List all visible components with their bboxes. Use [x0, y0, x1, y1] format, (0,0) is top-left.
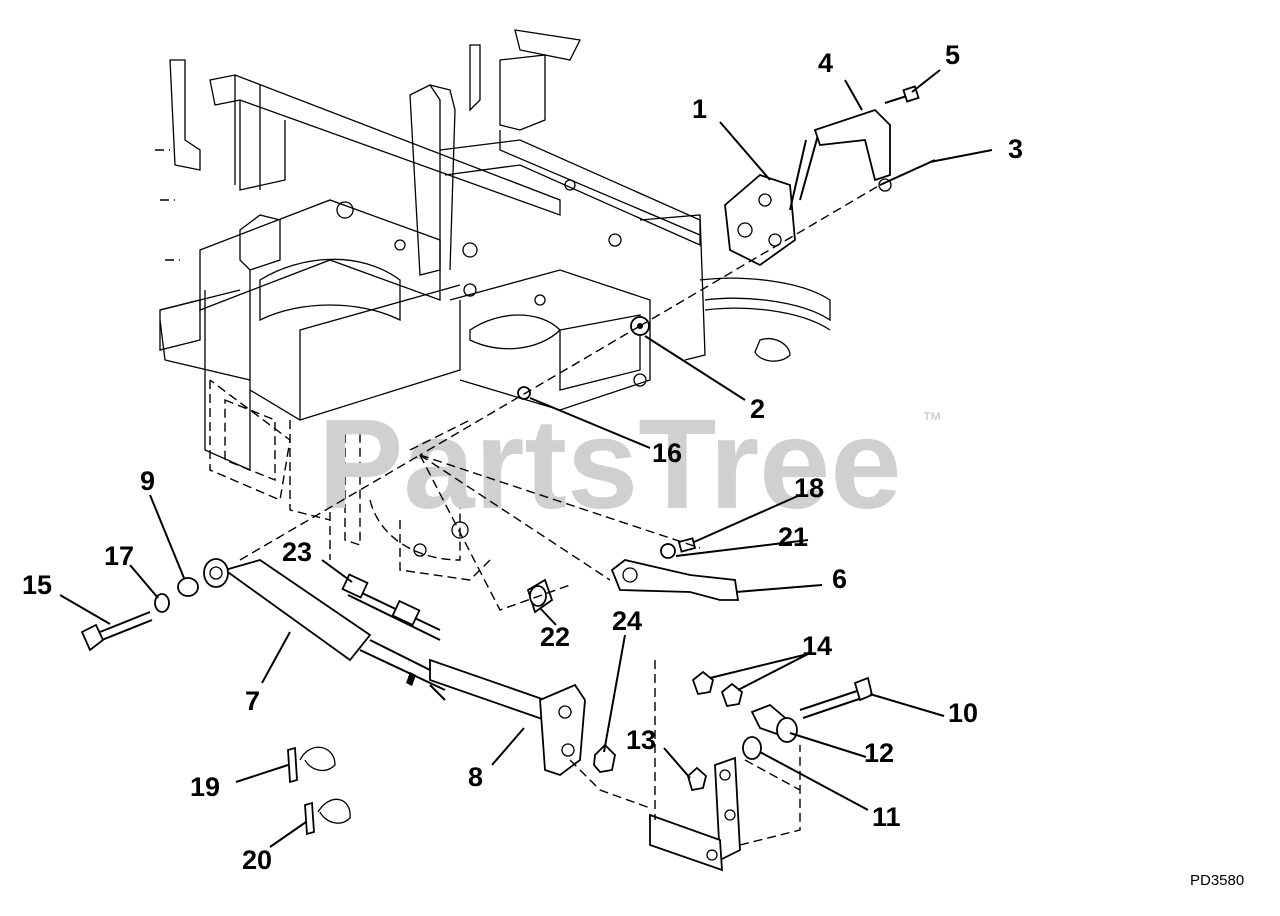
drawing-code: PD3580 — [1190, 872, 1244, 889]
watermark-text: PartsTree — [318, 393, 902, 536]
part-1-valve — [724, 134, 819, 267]
callout-12: 12 — [864, 738, 894, 768]
callout-11: 11 — [872, 802, 901, 832]
callout-10: 10 — [948, 698, 978, 728]
callout-2: 2 — [750, 394, 765, 424]
callout-16: 16 — [652, 438, 682, 468]
callout-17: 17 — [104, 541, 134, 571]
callout-1: 1 — [692, 94, 707, 124]
part-7-cylinder — [203, 558, 451, 701]
callout-14: 14 — [802, 631, 832, 661]
callout-20: 20 — [242, 845, 272, 875]
exploded-parts — [80, 85, 936, 872]
callout-4: 4 — [818, 48, 833, 78]
callout-18: 18 — [794, 473, 824, 503]
callout-22: 22 — [540, 622, 570, 652]
part-15-bolt — [80, 611, 153, 652]
watermark-trademark: ™ — [922, 409, 942, 431]
callout-15: 15 — [22, 570, 52, 600]
callout-7: 7 — [245, 686, 260, 716]
callout-9: 9 — [140, 466, 155, 496]
callout-19: 19 — [190, 772, 220, 802]
leader-lines — [59, 69, 993, 848]
callout-21: 21 — [778, 522, 808, 552]
callout-6: 6 — [832, 564, 847, 594]
callouts: 1 2 3 4 5 6 7 8 9 10 11 12 13 14 15 16 1… — [22, 40, 1023, 875]
callout-13: 13 — [626, 725, 656, 755]
lower-bracket — [649, 756, 741, 872]
callout-3: 3 — [1008, 134, 1023, 164]
part-4-bracket — [813, 108, 891, 182]
explode-lines — [239, 184, 881, 809]
watermark: PartsTree ™ — [318, 393, 942, 536]
callout-23: 23 — [282, 537, 312, 567]
callout-8: 8 — [468, 762, 483, 792]
mower-frame-drawing — [155, 29, 831, 581]
callout-24: 24 — [612, 606, 642, 636]
part-6-arm — [610, 559, 740, 601]
callout-5: 5 — [945, 40, 960, 70]
part-8-plate — [429, 658, 586, 777]
